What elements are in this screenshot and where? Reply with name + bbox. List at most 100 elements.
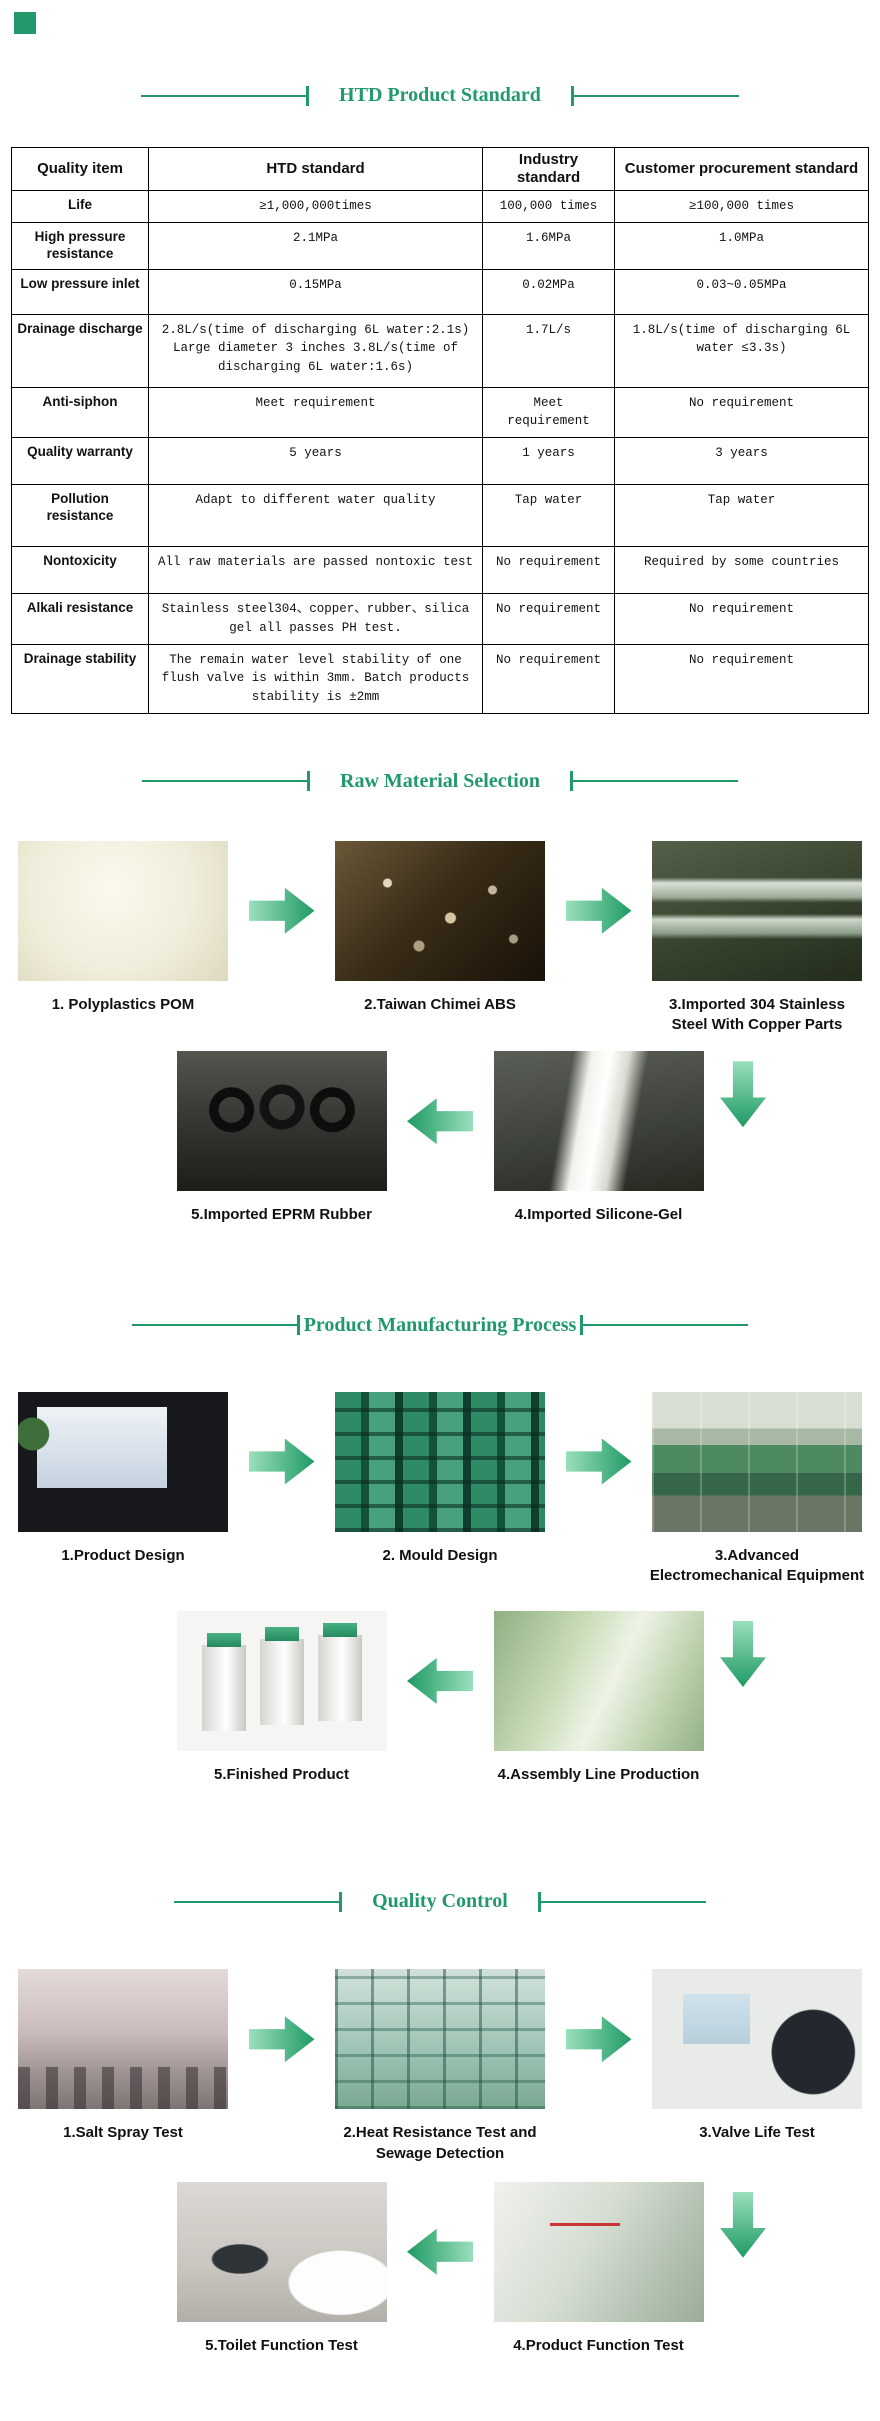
raw-material-header: Raw Material Selection <box>0 770 880 793</box>
table-row-quality-warranty: Quality warranty 5 years 1 years 3 years <box>11 437 869 485</box>
arrow-down-icon <box>720 1621 766 1687</box>
flow-step-product-function-test: 4.Product Function Test <box>491 2181 706 2356</box>
decor-line-right <box>573 94 739 97</box>
flow-step-finished-product: 5.Finished Product <box>174 1611 389 1785</box>
decor-line-left <box>174 1900 340 1903</box>
cell-industry: 0.02MPa <box>482 268 615 315</box>
decor-line-left <box>131 1324 297 1326</box>
cell-industry: Tap water <box>482 484 615 547</box>
table-row-anti-siphon: Anti-siphon Meet requirement Meet requir… <box>11 386 869 438</box>
section-quality-control: Quality Control 1.Salt Spray Test 2.Heat… <box>0 1890 880 2356</box>
cell-customer: 3 years <box>614 437 869 485</box>
cell-htd: 0.15MPa <box>148 268 483 315</box>
photo-caption: 4.Imported Silicone-Gel <box>514 1206 683 1224</box>
cell-customer: No requirement <box>614 593 869 645</box>
manufacturing-header: Product Manufacturing Process <box>0 1314 880 1337</box>
flow-step-equipment: 3.Advanced Electromechanical Equipment <box>649 1391 865 1587</box>
cell-customer: 1.8L/s(time of discharging 6L water ≤3.3… <box>614 313 869 388</box>
decor-line-left <box>141 94 307 97</box>
row-label: Drainage discharge <box>11 313 149 388</box>
photo-product-design <box>18 1391 228 1532</box>
photo-mould-design <box>335 1391 545 1532</box>
arrow-down-icon <box>720 1061 766 1128</box>
arrow-left-icon <box>407 2229 473 2275</box>
photo-caption: 2. Mould Design <box>382 1546 498 1564</box>
cell-industry: No requirement <box>482 546 615 594</box>
arrow-down-icon <box>720 2191 766 2258</box>
photo-stainless-steel-copper <box>652 840 862 981</box>
table-row-drainage-stability: Drainage stability The remain water leve… <box>11 643 869 714</box>
section-title-product-standard: HTD Product Standard <box>339 84 541 106</box>
cell-htd: 2.1MPa <box>148 221 483 270</box>
decor-bar-right <box>569 771 573 792</box>
flow-step-product-design: 1.Product Design <box>16 1391 231 1566</box>
photo-eprm-rubber <box>176 1051 387 1192</box>
photo-assembly-line <box>493 1611 704 1751</box>
table-row-low-pressure: Low pressure inlet 0.15MPa 0.02MPa 0.03~… <box>11 268 869 315</box>
photo-caption: 3.Imported 304 Stainless Steel With Copp… <box>669 995 845 1033</box>
row-label: Anti-siphon <box>11 386 149 438</box>
flow-step-mould-design: 2. Mould Design <box>333 1391 548 1566</box>
product-standard-header: HTD Product Standard <box>0 84 880 107</box>
arrow-left-icon <box>407 1098 473 1144</box>
cell-htd: All raw materials are passed nontoxic te… <box>148 546 483 594</box>
row-label: High pressure resistance <box>11 221 149 270</box>
raw-material-flow-row-1: 1. Polyplastics POM 2.Taiwan Chimei ABS … <box>0 840 880 1036</box>
manufacturing-flow-row-1: 1.Product Design 2. Mould Design 3.Advan… <box>0 1391 880 1587</box>
section-manufacturing: Product Manufacturing Process 1.Product … <box>0 1314 880 1786</box>
arrow-right-icon <box>565 2016 632 2063</box>
decor-line-right <box>583 1324 749 1326</box>
section-product-standard: HTD Product Standard Quality item HTD st… <box>0 0 880 714</box>
table-header-row: Quality item HTD standard Industry stand… <box>11 147 869 191</box>
cell-htd: 2.8L/s(time of discharging 6L water:2.1s… <box>148 313 483 388</box>
flow-step-silicone-gel: 4.Imported Silicone-Gel <box>491 1051 706 1225</box>
row-label: Pollution resistance <box>11 484 149 547</box>
arrow-right-icon <box>248 2016 315 2063</box>
decor-line-right <box>572 780 738 783</box>
cell-industry: 1 years <box>482 437 615 485</box>
section-title-quality-control: Quality Control <box>372 1890 508 1913</box>
photo-caption: 3.Advanced Electromechanical Equipment <box>649 1546 865 1584</box>
photo-finished-product <box>176 1611 387 1751</box>
raw-material-flow-row-2: 5.Imported EPRM Rubber 4.Imported Silico… <box>0 1051 880 1225</box>
photo-silicone-gel <box>493 1051 704 1192</box>
cell-htd: Meet requirement <box>148 386 483 438</box>
cell-customer: ≥100,000 times <box>614 190 869 223</box>
row-label: Drainage stability <box>11 643 149 714</box>
photo-caption: 2.Heat Resistance Test and Sewage Detect… <box>343 2124 537 2162</box>
photo-caption: 4.Assembly Line Production <box>497 1766 700 1783</box>
arrow-left-icon <box>407 1658 473 1704</box>
photo-product-function-test <box>493 2181 704 2322</box>
cell-customer: Required by some countries <box>614 546 869 594</box>
col-header-htd-standard: HTD standard <box>148 147 483 191</box>
decor-bar-right <box>537 1891 541 1912</box>
photo-caption: 2.Taiwan Chimei ABS <box>364 995 516 1013</box>
section-title-raw-material: Raw Material Selection <box>340 769 540 792</box>
arrow-right-icon <box>248 887 315 934</box>
photo-caption: 5.Finished Product <box>213 1766 349 1783</box>
arrow-right-icon <box>565 887 632 934</box>
arrow-right-icon <box>248 1438 315 1485</box>
photo-heat-resistance-test <box>335 1969 545 2110</box>
photo-valve-life-test <box>652 1969 862 2110</box>
flow-step-valve-life-test: 3.Valve Life Test <box>650 1969 865 2143</box>
table-row-pollution-resistance: Pollution resistance Adapt to different … <box>11 484 869 547</box>
arrow-right-icon <box>565 1438 632 1485</box>
photo-polyplastics-pom <box>18 840 228 981</box>
table-row-life: Life ≥1,000,000times 100,000 times ≥100,… <box>11 190 869 223</box>
decor-bar-left <box>307 771 311 792</box>
cell-industry: No requirement <box>482 643 615 714</box>
decor-bar-right <box>580 1315 584 1335</box>
cell-htd: 5 years <box>148 437 483 485</box>
decor-bar-right <box>570 85 574 106</box>
cell-industry: 1.7L/s <box>482 313 615 388</box>
row-label: Life <box>11 190 149 223</box>
flow-step-salt-spray-test: 1.Salt Spray Test <box>16 1969 231 2143</box>
corner-accent-square <box>14 12 36 34</box>
photo-caption: 1.Salt Spray Test <box>63 2124 183 2142</box>
quality-flow-row-2: 5.Toilet Function Test 4.Product Functio… <box>0 2181 880 2356</box>
cell-industry: Meet requirement <box>482 386 615 438</box>
cell-htd: ≥1,000,000times <box>148 190 483 223</box>
photo-caption: 5.Toilet Function Test <box>205 2336 358 2354</box>
